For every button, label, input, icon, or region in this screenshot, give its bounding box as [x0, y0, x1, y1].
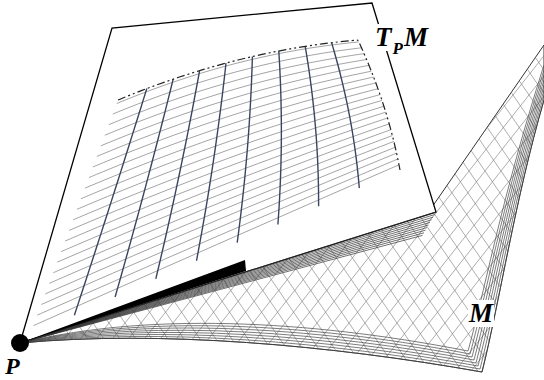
manifold-symbol: M: [468, 300, 494, 327]
grid-line: [37, 159, 397, 315]
hatch-line: [416, 0, 544, 380]
grid-line: [117, 42, 359, 104]
layer-line: [20, 336, 480, 369]
hatch-line: [448, 0, 544, 380]
hatch-line: [0, 0, 4, 380]
grid-line: [73, 106, 384, 220]
grid-curve: [115, 79, 173, 297]
grid-curve: [74, 89, 146, 316]
edge-layer: [20, 233, 424, 343]
edge-layer: [20, 215, 435, 343]
grid-line: [85, 89, 378, 188]
edge-layer: [20, 230, 426, 343]
grid-line: [97, 71, 371, 156]
tangent-plane: [20, 3, 436, 343]
grid-curve: [156, 71, 200, 279]
grid-line: [34, 165, 399, 326]
edge-layer: [20, 212, 436, 343]
hatch-line: [464, 0, 544, 380]
grid-curve: [332, 43, 360, 188]
edge-layer: [20, 235, 423, 343]
layer-line: [20, 334, 478, 366]
grid-line: [93, 77, 374, 167]
dash-dot-boundary: [118, 40, 400, 170]
grid-line: [69, 112, 386, 230]
edge-layer: [20, 228, 427, 343]
plane-edge-layers: [20, 212, 436, 343]
grid-line: [81, 95, 380, 199]
hatch-line: [0, 0, 12, 380]
hatch-line: [496, 0, 544, 380]
grid-curve: [237, 57, 252, 243]
layer-line: [468, 65, 544, 351]
hatch-line: [496, 0, 544, 380]
layer-line: [20, 330, 474, 360]
edge-layer: [20, 217, 433, 343]
black-wedge: [20, 260, 246, 343]
hatch-line: [0, 0, 20, 380]
hatch-line: [432, 0, 544, 380]
grid-line: [113, 48, 362, 114]
hatch-line: [416, 0, 544, 380]
hatch-line: [432, 0, 544, 380]
hatch-line: [528, 0, 544, 380]
grid-line: [49, 141, 393, 283]
hatch-line: [512, 0, 544, 380]
edge-layer: [20, 222, 430, 343]
hatch-line: [464, 0, 544, 380]
space-symbol: T: [374, 24, 393, 51]
grid-curve: [278, 51, 281, 224]
layer-line: [20, 323, 468, 351]
point-dot: [11, 334, 29, 352]
hatch-line: [512, 0, 544, 380]
layer-line: [480, 95, 544, 369]
grid-curve: [305, 46, 318, 206]
grid-curve: [197, 63, 227, 261]
grid-line: [41, 153, 396, 304]
grid-line: [65, 118, 387, 241]
space-symbol: M: [403, 24, 429, 51]
layer-line: [482, 100, 544, 372]
edge-layer: [20, 225, 429, 343]
edge-layer: [20, 220, 432, 343]
hatch-line: [448, 0, 544, 380]
hatch-line: [528, 0, 544, 380]
hatch-line: [0, 0, 28, 380]
layer-line: [20, 332, 476, 363]
point-symbol: P: [4, 354, 21, 378]
